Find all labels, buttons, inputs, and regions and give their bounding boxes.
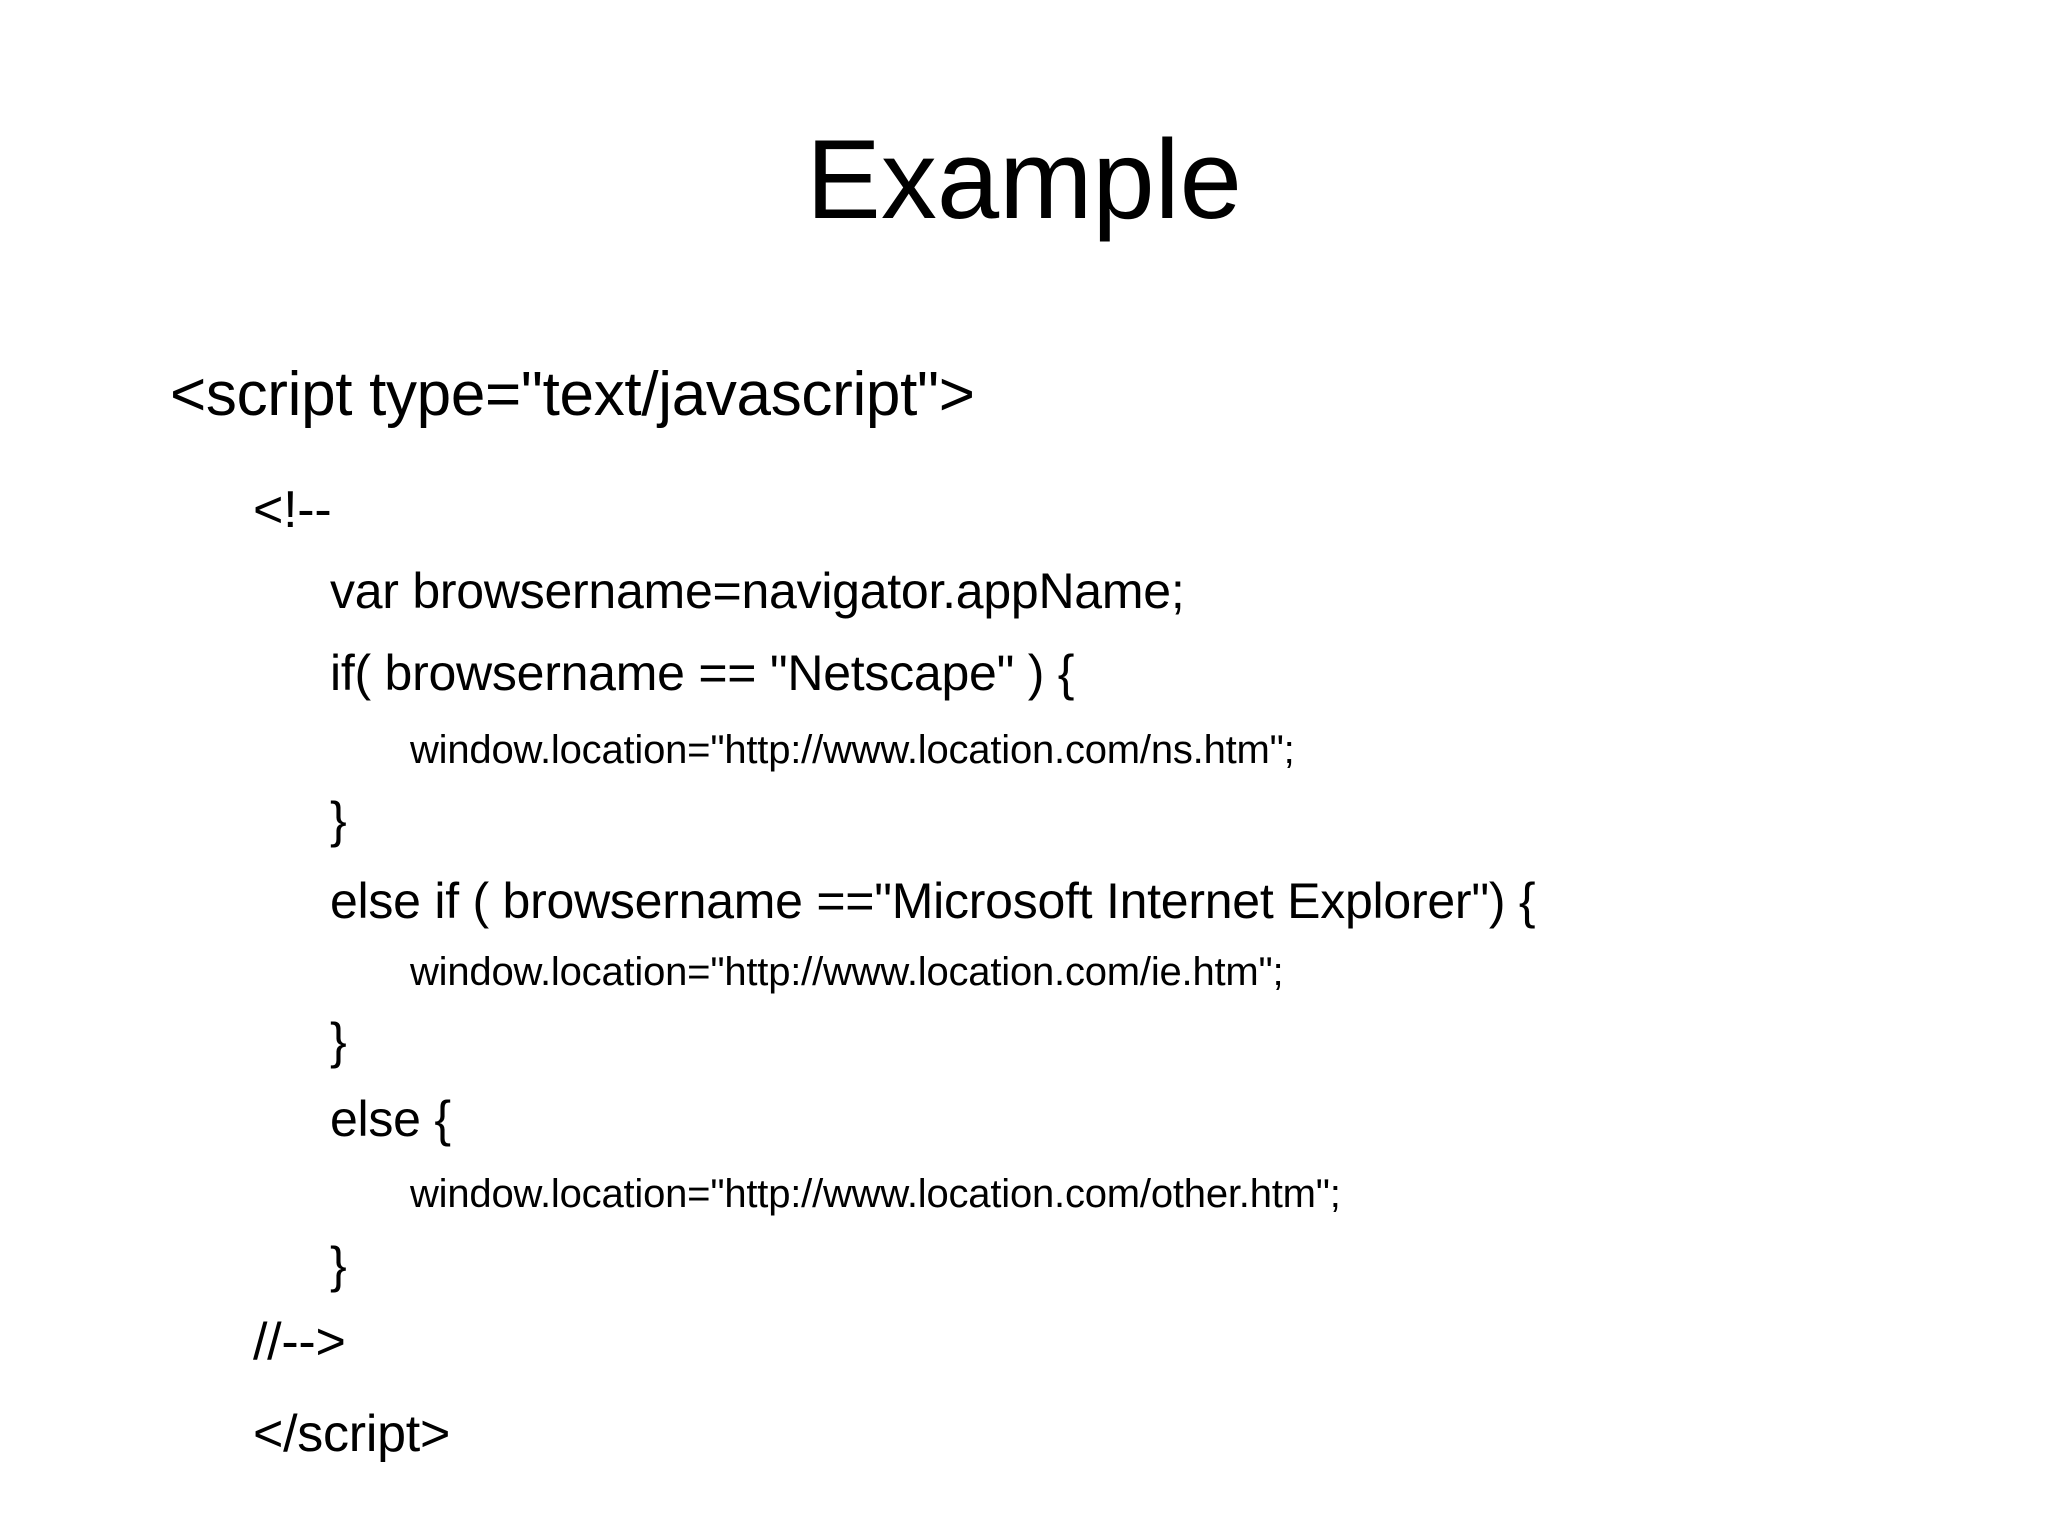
code-line-else-if-msie: else if ( browsername =="Microsoft Inter… (330, 873, 1536, 929)
code-line-close-brace-2: } (330, 1013, 347, 1069)
code-line-script-open: <script type="text/javascript"> (170, 360, 975, 429)
code-line-location-other: window.location="http://www.location.com… (410, 1172, 1341, 1216)
slide-title: Example (806, 117, 1242, 242)
code-line-var-browsername: var browsername=navigator.appName; (330, 563, 1185, 619)
code-line-else-open: else { (330, 1091, 451, 1147)
code-line-close-brace-1: } (330, 792, 347, 848)
code-line-comment-open: <!-- (253, 481, 332, 539)
code-line-close-brace-3: } (330, 1237, 347, 1293)
code-line-script-close: </script> (253, 1405, 451, 1463)
code-line-comment-close: //--> (253, 1313, 346, 1371)
code-line-location-ie: window.location="http://www.location.com… (410, 950, 1284, 994)
code-line-if-netscape: if( browsername == "Netscape" ) { (330, 645, 1075, 701)
code-line-location-ns: window.location="http://www.location.com… (410, 728, 1295, 772)
